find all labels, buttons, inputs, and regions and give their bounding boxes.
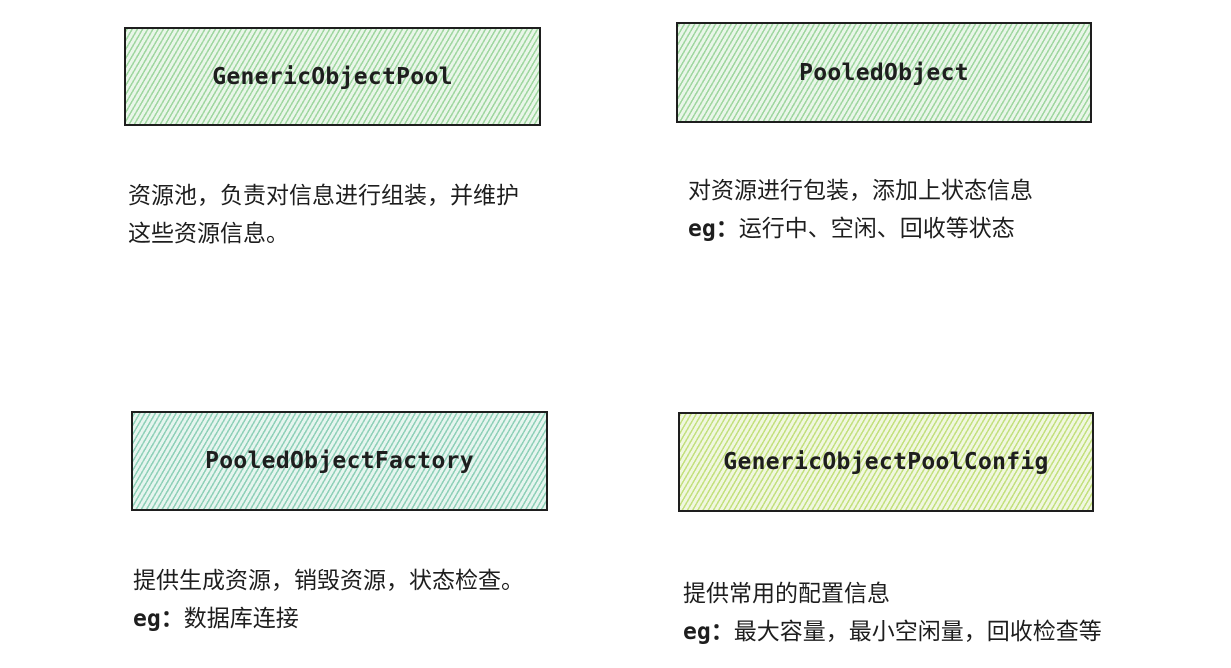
description-line: eg：数据库连接 [133, 600, 524, 638]
eg-label: eg： [688, 216, 739, 242]
pooled-object-title: PooledObject [799, 59, 969, 86]
generic-object-pool-title: GenericObjectPool [212, 63, 453, 90]
pooled-object-factory-description: 提供生成资源，销毁资源，状态检查。 eg：数据库连接 [133, 562, 524, 638]
description-line: 提供常用的配置信息 [683, 581, 890, 607]
pooled-object-factory-title: PooledObjectFactory [205, 448, 474, 474]
generic-object-pool-config-title: GenericObjectPoolConfig [723, 449, 1049, 475]
eg-label: eg： [133, 606, 184, 632]
description-line: 提供生成资源，销毁资源，状态检查。 [133, 568, 524, 594]
eg-label: eg： [683, 619, 734, 645]
description-line: 这些资源信息。 [128, 221, 289, 247]
pooled-object-factory-box: PooledObjectFactory [131, 411, 548, 511]
description-line: eg：最大容量，最小空闲量，回收检查等 [683, 613, 1102, 651]
example-text: 运行中、空闲、回收等状态 [738, 216, 1015, 242]
generic-object-pool-config-description: 提供常用的配置信息 eg：最大容量，最小空闲量，回收检查等 [683, 575, 1102, 651]
pooled-object-box: PooledObject [676, 22, 1092, 123]
description-line: 资源池，负责对信息进行组装，并维护 [128, 183, 519, 209]
generic-object-pool-config-box: GenericObjectPoolConfig [678, 412, 1094, 512]
generic-object-pool-description: 资源池，负责对信息进行组装，并维护 这些资源信息。 [128, 177, 519, 253]
example-text: 最大容量，最小空闲量，回收检查等 [733, 619, 1102, 645]
pooled-object-description: 对资源进行包装，添加上状态信息 eg：运行中、空闲、回收等状态 [688, 172, 1033, 248]
description-line: 对资源进行包装，添加上状态信息 [688, 178, 1033, 204]
example-text: 数据库连接 [183, 606, 299, 632]
description-line: eg：运行中、空闲、回收等状态 [688, 210, 1033, 248]
generic-object-pool-box: GenericObjectPool [124, 27, 541, 126]
